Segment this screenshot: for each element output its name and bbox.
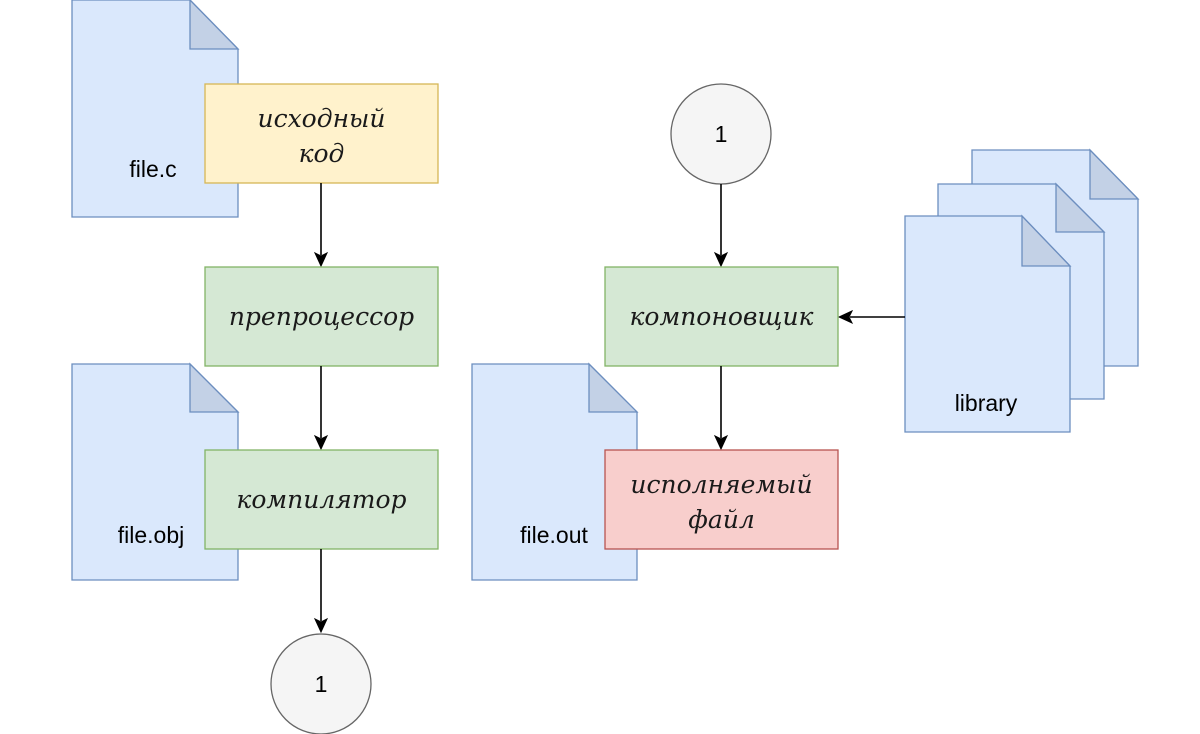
source-code-box: исходный код (204, 83, 439, 184)
output-file-document: file.out (471, 362, 639, 581)
executable-label-line1: исполняемый (630, 470, 812, 499)
object-file-document: file.obj (71, 362, 240, 581)
svg-text:код: код (299, 139, 345, 168)
arrow-preprocessor-to-compiler (313, 366, 329, 451)
output-file-label: file.out (520, 522, 588, 548)
source-code-label-line2: код (299, 139, 345, 168)
connector-out-label: 1 (315, 671, 328, 697)
linker-box: компоновщик (604, 266, 839, 367)
object-file-label: file.obj (118, 522, 184, 548)
source-file-label: file.c (129, 156, 176, 182)
preprocessor-label: препроцессор (229, 302, 414, 331)
compiler-label: компилятор (236, 485, 406, 514)
arrow-connector-to-linker (713, 184, 729, 268)
connector-in: 1 (670, 83, 772, 185)
svg-text:файл: файл (688, 505, 755, 534)
preprocessor-box: препроцессор (204, 266, 439, 367)
compiler-box: компилятор (204, 449, 439, 550)
arrow-source-to-preprocessor (313, 183, 329, 268)
svg-text:исходный: исходный (257, 104, 385, 133)
arrow-linker-to-executable (713, 366, 729, 451)
executable-box: исполняемый файл (604, 449, 839, 550)
executable-label-line2: файл (688, 505, 755, 534)
linker-label: компоновщик (630, 302, 814, 331)
source-file-document: file.c (71, 0, 240, 218)
arrow-compiler-to-connector (313, 549, 329, 634)
source-code-label-line1: исходный (257, 104, 385, 133)
arrow-library-to-linker (837, 309, 905, 325)
svg-text:исполняемый: исполняемый (630, 470, 812, 499)
library-label: library (955, 390, 1018, 416)
connector-in-label: 1 (715, 121, 728, 147)
library-documents: library (904, 148, 1140, 433)
connector-out: 1 (270, 633, 372, 734)
